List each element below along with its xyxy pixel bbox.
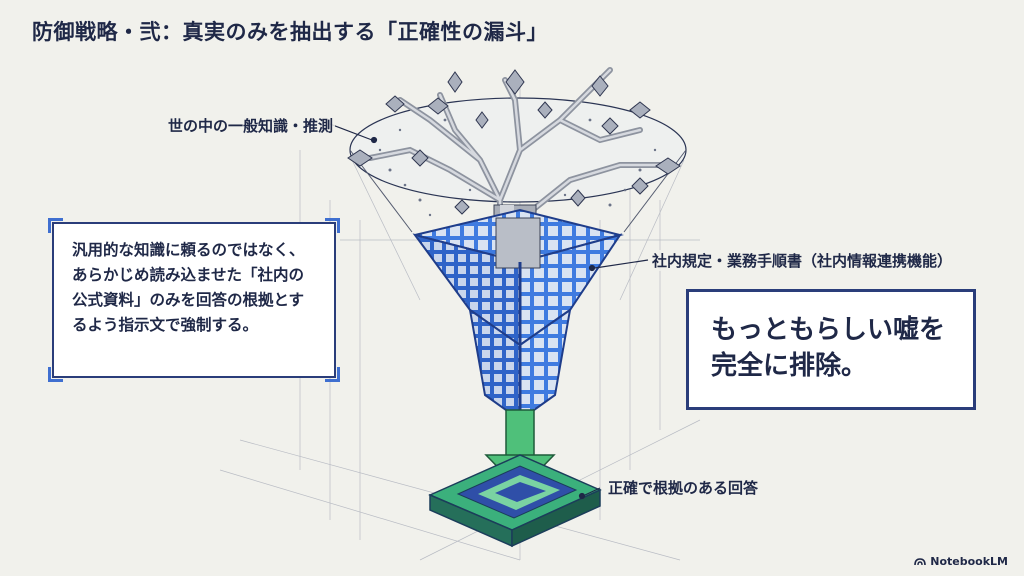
corner-bracket: [325, 367, 340, 382]
label-accurate-answer: 正確で根拠のある回答: [606, 477, 761, 498]
label-internal-docs: 社内規定・業務手順書（社内情報連携機能）: [650, 250, 955, 271]
answer-base: [428, 454, 602, 548]
notebooklm-logo-icon: [914, 557, 927, 565]
instruction-note-text: 汎用的な知識に頼るのではなく、あらかじめ読み込ませた「社内の公式資料」のみを回答…: [72, 241, 305, 334]
claim-box: もっともらしい嘘を 完全に排除。: [686, 289, 976, 410]
brand-name: NotebookLM: [930, 555, 1008, 568]
leaf-diamonds: [347, 69, 681, 215]
label-general-knowledge: 世の中の一般知識・推測: [166, 115, 336, 136]
claim-line-1: もっともらしい嘘を: [711, 315, 946, 345]
corner-bracket: [48, 367, 63, 382]
instruction-note-box: 汎用的な知識に頼るのではなく、あらかじめ読み込ませた「社内の公式資料」のみを回答…: [48, 218, 340, 382]
corner-bracket: [325, 218, 340, 233]
corner-bracket: [48, 218, 63, 233]
leader-lines: [329, 123, 649, 500]
lattice-funnel: [412, 208, 624, 422]
brand-watermark: NotebookLM: [914, 555, 1008, 568]
knowledge-particles: [378, 118, 657, 217]
claim-line-2: 完全に排除。: [711, 351, 868, 381]
page-title: 防御戦略・弐：真実のみを抽出する「正確性の漏斗」: [32, 20, 548, 44]
